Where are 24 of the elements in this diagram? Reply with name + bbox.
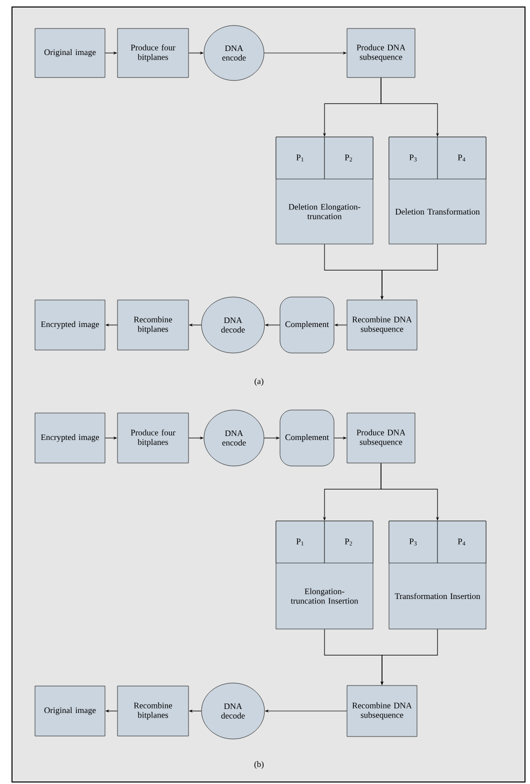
process-box: Recombine bitplanes xyxy=(117,686,189,736)
panel-label: (a) xyxy=(254,378,264,386)
process-box: Recombine bitplanes xyxy=(117,300,189,350)
table-cell: P$_{2}$ xyxy=(324,136,374,180)
table-cell: P$_{1}$ xyxy=(276,520,325,564)
process-box: Original image xyxy=(34,686,106,736)
process-box: Complement xyxy=(280,410,334,466)
process-box: Recombine DNA subsequence xyxy=(346,685,418,737)
panel-label: (b) xyxy=(254,761,264,769)
process-box: Original image xyxy=(34,28,106,78)
process-box: Recombine DNA subsequence xyxy=(346,300,418,350)
process-box: Complement xyxy=(280,296,334,354)
table-cell: P$_{3}$ xyxy=(388,520,438,564)
table-cell: P$_{4}$ xyxy=(437,136,486,180)
table-cell: P$_{2}$ xyxy=(324,520,374,564)
table-cell: P$_{3}$ xyxy=(388,136,438,180)
table-cell: P$_{1}$ xyxy=(276,136,325,180)
process-box: Produce four bitplanes xyxy=(117,412,189,464)
process-box: Produce four bitplanes xyxy=(117,28,189,78)
process-box: Produce DNA subsequence xyxy=(346,28,416,78)
process-box: Encrypted image xyxy=(34,300,106,350)
process-box: Produce DNA subsequence xyxy=(346,412,416,464)
process-box: Encrypted image xyxy=(34,412,106,464)
table-cell: P$_{4}$ xyxy=(437,520,486,564)
